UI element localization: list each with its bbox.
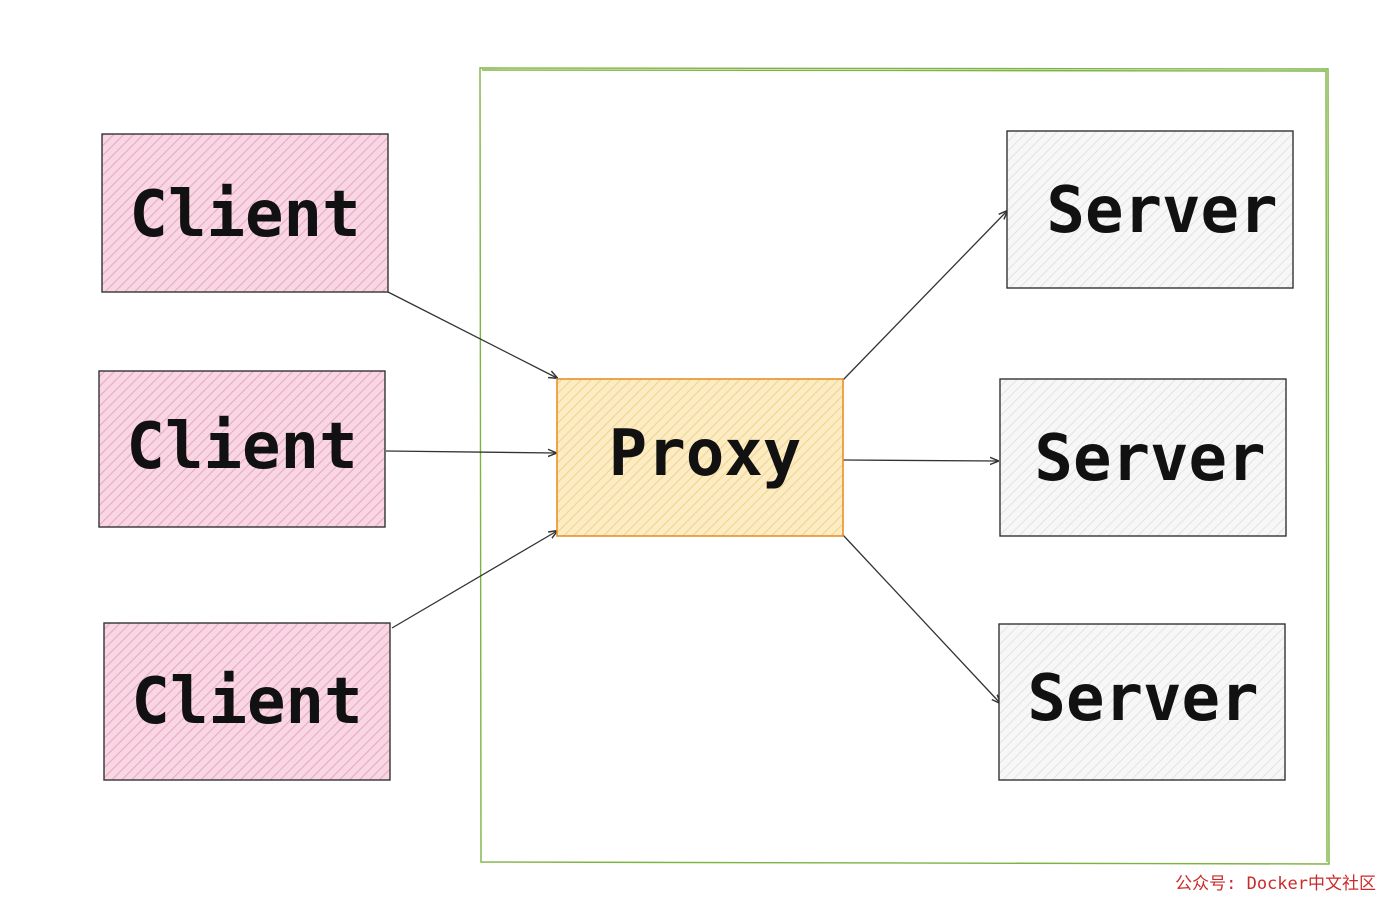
server-node-2: Server: [999, 378, 1287, 537]
client-node-2: Client: [98, 370, 386, 528]
server-label-1: Server: [1046, 174, 1277, 248]
proxy-group-boundary: [479, 67, 1330, 865]
watermark-text: 公众号: Docker中文社区: [1175, 874, 1376, 894]
client-node-1: Client: [101, 133, 389, 293]
arrow-client-1-to-proxy: [387, 291, 557, 378]
client-label-1: Client: [129, 178, 360, 252]
server-label-3: Server: [1027, 662, 1258, 736]
client-node-3: Client: [103, 622, 391, 781]
arrow-proxy-to-server-2: [842, 460, 998, 461]
client-label-2: Client: [126, 410, 357, 484]
client-label-3: Client: [131, 665, 362, 739]
arrow-proxy-to-server-1: [842, 211, 1007, 381]
proxy-label: Proxy: [609, 417, 802, 491]
arrow-client-3-to-proxy: [391, 531, 557, 629]
arrow-client-2-to-proxy: [385, 451, 556, 453]
arrow-proxy-to-server-3: [842, 534, 1000, 703]
proxy-node: Proxy: [556, 378, 844, 537]
server-label-2: Server: [1034, 422, 1265, 496]
server-node-3: Server: [998, 623, 1286, 781]
server-node-1: Server: [1006, 130, 1294, 289]
